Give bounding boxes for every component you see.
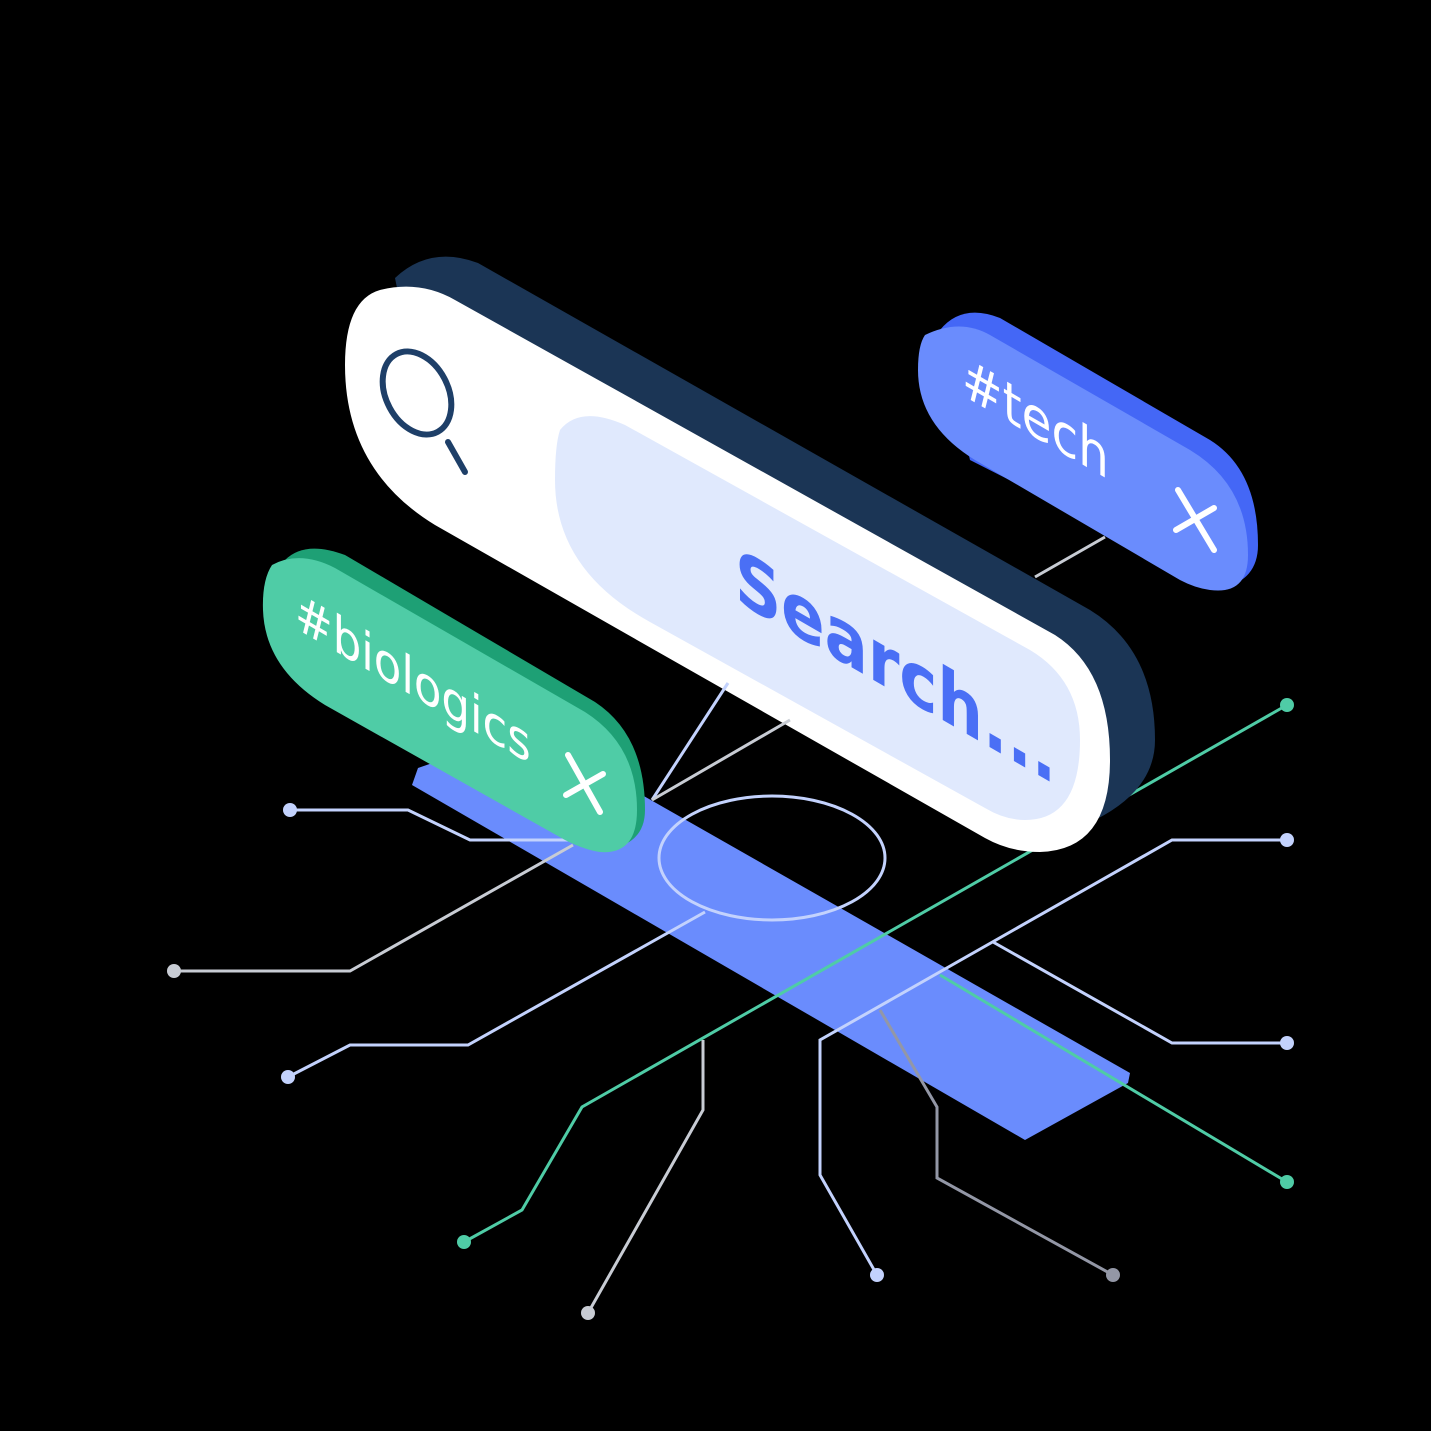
circuit-node-dot bbox=[167, 964, 181, 978]
circuit-line bbox=[939, 973, 1288, 1184]
circuit-node-dot bbox=[1280, 1036, 1294, 1050]
circuit-line bbox=[818, 838, 1287, 1276]
circuit-line bbox=[651, 718, 791, 802]
tag-tech-face bbox=[918, 326, 1248, 591]
circuit-line bbox=[1034, 535, 1106, 579]
circuit-line bbox=[463, 703, 1288, 1244]
circuit-line bbox=[878, 1009, 1114, 1277]
circuit-node-dot bbox=[581, 1306, 595, 1320]
close-icon[interactable] bbox=[563, 752, 606, 815]
circuit-line bbox=[992, 940, 1287, 1045]
search-icon[interactable] bbox=[369, 340, 468, 475]
connector-lines bbox=[650, 535, 1106, 802]
circuit-node-dot bbox=[870, 1268, 884, 1282]
close-icon[interactable] bbox=[1173, 487, 1217, 553]
circuit-node-dot bbox=[283, 803, 297, 817]
circuit-node-dot bbox=[1280, 833, 1294, 847]
circuit-line bbox=[586, 1040, 705, 1314]
circuit-node-dot bbox=[1280, 698, 1294, 712]
focus-ring bbox=[657, 794, 887, 922]
circuit-line bbox=[650, 682, 730, 801]
circuit-node-dot bbox=[1106, 1268, 1120, 1282]
circuit-node-dot bbox=[1280, 1175, 1294, 1189]
search-input[interactable] bbox=[555, 416, 1080, 820]
circuit-line bbox=[287, 910, 706, 1079]
circuit-node-dot bbox=[457, 1235, 471, 1249]
circuit-line bbox=[290, 808, 575, 842]
circuit-node-dot bbox=[281, 1070, 295, 1084]
circuit-line bbox=[174, 843, 574, 973]
tag-biologics-face bbox=[262, 558, 637, 853]
circuit-lines bbox=[167, 698, 1294, 1320]
